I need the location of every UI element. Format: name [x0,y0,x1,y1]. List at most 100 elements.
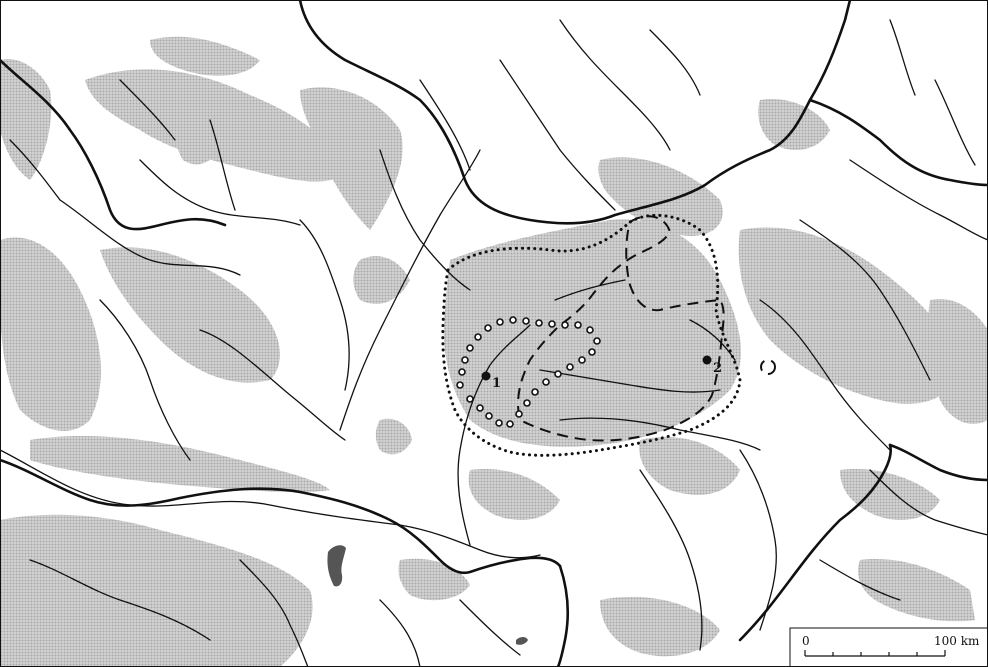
highland-area [639,436,740,495]
highland-area [30,435,330,493]
river [559,417,761,451]
ring-marker [509,316,517,324]
river [499,59,616,211]
scale-bar: 0 100 km [789,627,988,667]
river [457,324,531,546]
scale-start-label: 0 [802,634,810,648]
highland-area [0,59,52,180]
ring-marker [523,399,531,407]
site-1: 1 [481,371,501,391]
border-line [298,0,852,225]
river [849,159,988,241]
lake [516,637,528,645]
highland-area [840,469,940,520]
rivers [0,19,988,667]
ring-marker [578,356,586,364]
scale-bar-box [789,627,988,667]
ring-marker [515,410,523,418]
ring-marker [593,337,601,345]
river [299,219,350,391]
highland-area [100,247,280,383]
highland-area [300,87,403,230]
ring-marker [476,404,484,412]
ring-marker [458,368,466,376]
river [0,449,541,559]
dotted-zone-boundary [441,213,742,457]
highland-area [758,99,830,150]
ring-marker [535,319,543,327]
border-line [808,98,988,187]
scale-end-label: 100 km [934,634,980,648]
ring-marker [466,344,474,352]
highland-area [398,558,470,601]
border-line [556,564,570,667]
river [869,469,988,536]
ring-marker [461,356,469,364]
river [99,299,191,461]
river [934,79,976,166]
river [559,19,671,151]
highland-area [468,469,560,520]
river [554,279,626,301]
river [209,119,236,211]
site-2: 2 [702,355,722,376]
ring-marker [574,321,582,329]
river [419,79,471,171]
highland-area [85,69,350,182]
ring-marker [554,370,562,378]
ring-marker [474,333,482,341]
river [539,369,721,393]
dashed-zone-boundary [517,215,725,442]
river [459,599,521,656]
border-line [888,443,988,482]
border-line [0,458,562,575]
highland-area [150,36,260,76]
highland-area [858,559,975,622]
river [139,159,301,226]
river [9,139,61,201]
river [379,599,421,667]
river [379,149,471,291]
river [889,19,916,96]
river [339,149,481,431]
river [639,469,703,651]
ring-marker [561,321,569,329]
river [759,299,891,451]
lake [327,545,346,587]
ring-marker [548,320,556,328]
highland-area [600,596,720,657]
highland-area [928,299,988,424]
highland-area [375,418,412,455]
dashed-zone-small [760,359,776,375]
highland-area [598,157,723,236]
highland-area [353,256,410,304]
ring-chain [456,316,601,428]
ring-marker [484,324,492,332]
site-1-marker [481,371,491,381]
river [239,559,309,667]
highland-areas [0,36,988,667]
river [799,219,931,381]
ring-marker [456,381,464,389]
site-1-label: 1 [492,376,501,391]
ring-marker [588,348,596,356]
ring-marker [466,395,474,403]
ring-marker [485,412,493,420]
ring-marker [522,317,530,325]
site-2-marker [702,355,712,365]
river [649,29,701,96]
ring-marker [566,363,574,371]
ring-marker [495,419,503,427]
river [119,79,176,141]
river [59,199,241,276]
ring-marker [506,420,514,428]
site-2-label: 2 [713,361,722,376]
highland-area [0,237,101,431]
highland-area [177,128,218,165]
border-line [738,443,893,642]
ring-marker [531,388,539,396]
border-line [0,58,227,231]
river [199,329,346,441]
